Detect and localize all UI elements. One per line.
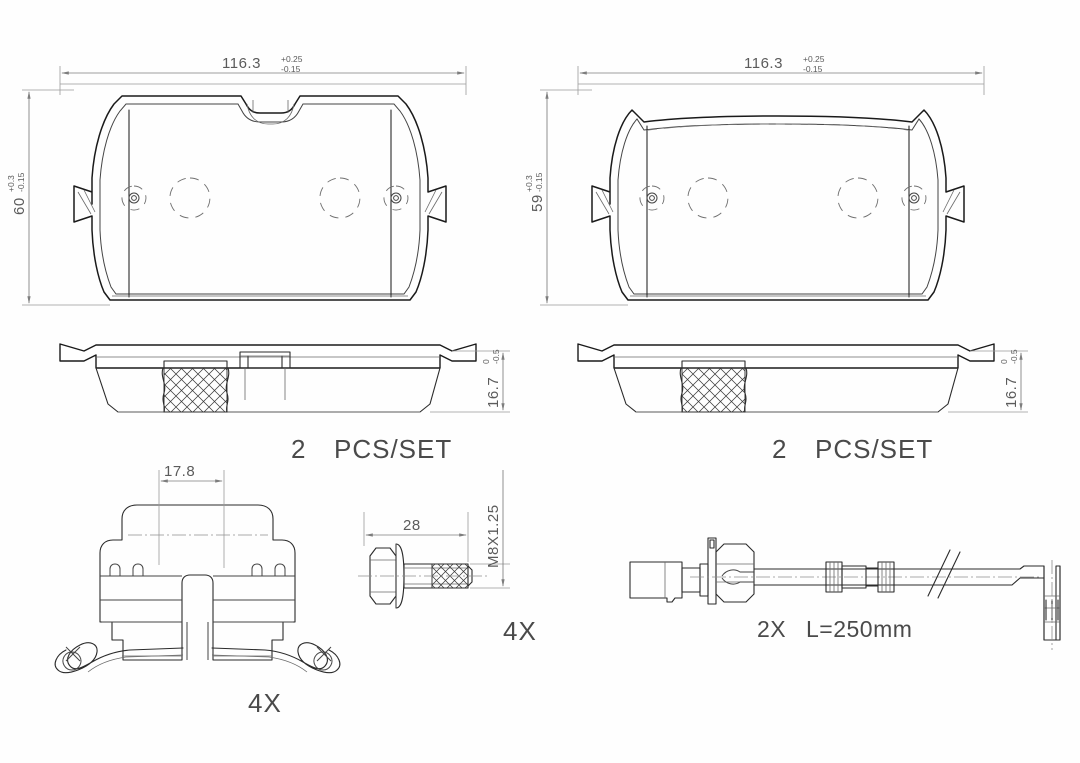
pad-left-side-view (59, 343, 477, 413)
pad-right-qty-number: 2 (772, 434, 787, 464)
spring-clip-width-value: 17.8 (164, 463, 195, 480)
spring-clip-view (54, 504, 341, 674)
bolt-thread-value: M8X1.25 (485, 504, 502, 568)
pad-left-thickness-tol-upper: 0 (481, 359, 491, 364)
pad-right-width-dimension: 116.3 +0.25 -0.15 (577, 54, 985, 95)
pad-right-height-value: 59 (529, 194, 546, 212)
pad-left-height-tol-lower: -0.15 (16, 172, 26, 192)
pad-left-height-tol-upper: +0.3 (6, 175, 16, 192)
pad-right-width-tol-lower: -0.15 (803, 64, 823, 74)
pad-right-height-tol-upper: +0.3 (524, 175, 534, 192)
pad-right-quantity-label: 2 PCS/SET (772, 434, 933, 464)
pad-right-side-view (577, 343, 995, 413)
bolt-view (358, 543, 490, 609)
pad-right-width-value: 116.3 (744, 55, 783, 72)
pad-right-height-tol-lower: -0.15 (534, 172, 544, 192)
pad-right-thickness-value: 16.7 (1003, 377, 1020, 408)
pad-left-height-dimension: 60 +0.3 -0.15 (6, 89, 110, 306)
pad-left-thickness-dimension: 16.7 0 -0.5 (430, 349, 510, 413)
pad-left-thickness-tol-lower: -0.5 (491, 349, 501, 364)
pad-left-front-view (73, 95, 447, 301)
pad-left-thickness-value: 16.7 (485, 377, 502, 408)
pad-right-qty-set: PCS/SET (815, 434, 933, 464)
pad-left-qty-number: 2 (291, 434, 306, 464)
wear-sensor-labels: 2X L=250mm (757, 616, 912, 642)
pad-left-width-tol-upper: +0.25 (281, 54, 303, 64)
pad-left-height-value: 60 (11, 197, 28, 215)
wear-sensor-view (629, 537, 1061, 650)
bolt-length-value: 28 (403, 517, 421, 534)
pad-left-qty-set: PCS/SET (334, 434, 452, 464)
pad-left-width-value: 116.3 (222, 55, 261, 72)
wear-sensor-length-label: L=250mm (806, 616, 912, 642)
pad-left-quantity-label: 2 PCS/SET (291, 434, 452, 464)
bolt-length-dimension: 28 (363, 512, 469, 562)
spring-clip-width-dimension: 17.8 (158, 463, 225, 568)
pad-right-width-tol-upper: +0.25 (803, 54, 825, 64)
bolt-quantity-label: 4X (503, 616, 537, 646)
pad-right-thickness-dimension: 16.7 0 -0.5 (948, 349, 1028, 413)
pad-right-thickness-tol-lower: -0.5 (1009, 349, 1019, 364)
pad-left-width-dimension: 116.3 +0.25 -0.15 (59, 54, 467, 95)
pad-right-front-view (591, 109, 965, 301)
bolt-thread-dimension: M8X1.25 (470, 470, 510, 589)
pad-right-height-dimension: 59 +0.3 -0.15 (524, 89, 628, 306)
pad-right-thickness-tol-upper: 0 (999, 359, 1009, 364)
spring-clip-quantity-label: 4X (248, 688, 282, 718)
wear-sensor-quantity-label: 2X (757, 616, 786, 642)
pad-left-width-tol-lower: -0.15 (281, 64, 301, 74)
